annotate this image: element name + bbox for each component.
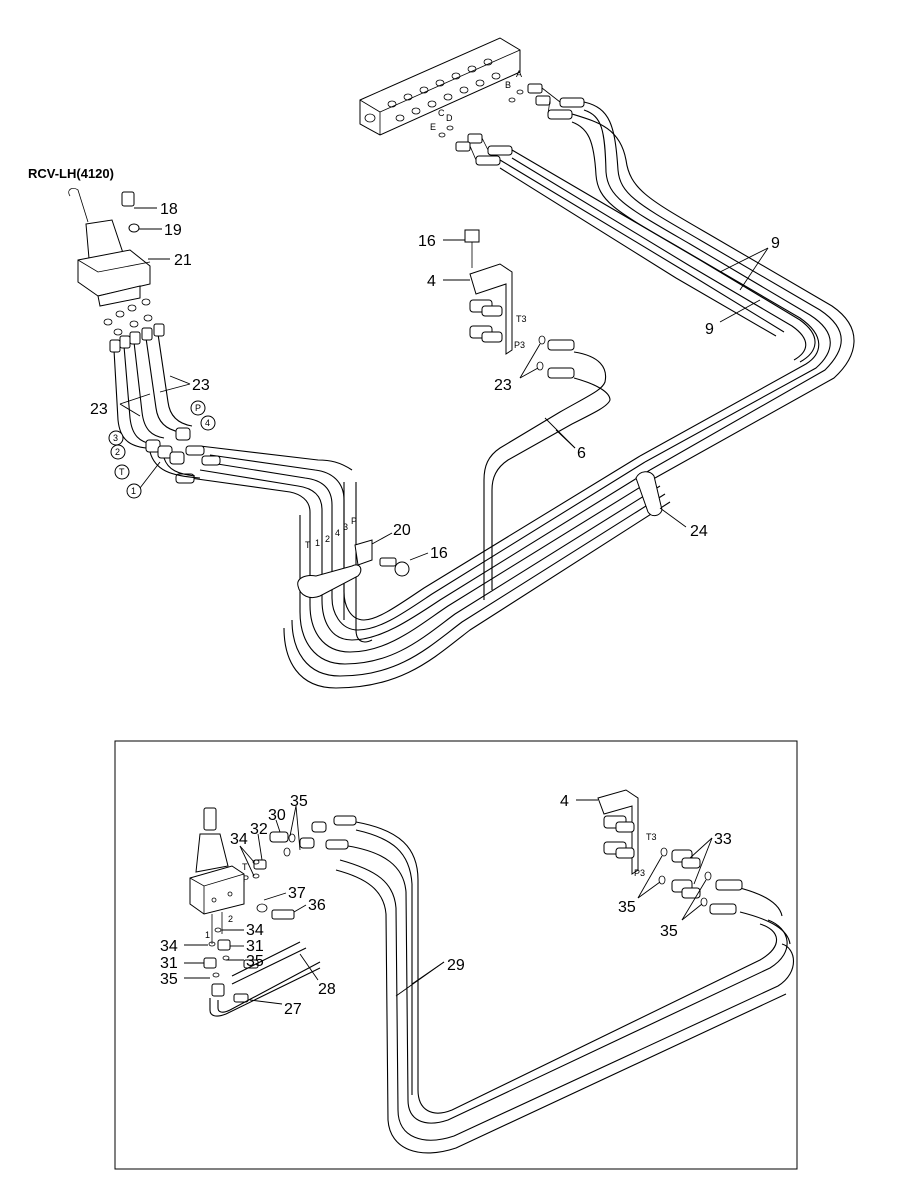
callout-31: 31 bbox=[160, 955, 178, 972]
callout-32: 32 bbox=[250, 821, 268, 838]
hose-tag: P bbox=[351, 516, 357, 526]
hose-6 bbox=[483, 339, 611, 600]
inset-fittings bbox=[203, 815, 357, 1003]
callout-35: 35 bbox=[246, 953, 264, 970]
hose-tag: 1 bbox=[315, 538, 320, 548]
callout-37: 37 bbox=[288, 885, 306, 902]
circled-port: P bbox=[195, 403, 201, 413]
callout-35: 35 bbox=[618, 899, 636, 916]
callout-20: 20 bbox=[393, 522, 411, 539]
callout-23: 23 bbox=[90, 401, 108, 418]
callout-18: 18 bbox=[160, 201, 178, 218]
callout-23: 23 bbox=[192, 377, 210, 394]
callout-4: 4 bbox=[560, 793, 569, 810]
inset-hoses bbox=[209, 821, 794, 1154]
port-label: D bbox=[446, 113, 453, 123]
hose-bundle-main bbox=[189, 445, 671, 689]
callout-31: 31 bbox=[246, 938, 264, 955]
inset-bracket-4: T3 P3 bbox=[597, 789, 743, 915]
callout-23: 23 bbox=[494, 377, 512, 394]
manifold-block bbox=[359, 37, 521, 136]
hose-bundle-9 bbox=[499, 101, 855, 479]
port-label: E bbox=[430, 122, 436, 132]
callout-9: 9 bbox=[705, 321, 714, 338]
port-label: T3 bbox=[516, 314, 527, 324]
hose-tag: 4 bbox=[335, 528, 340, 538]
callout-19: 19 bbox=[164, 222, 182, 239]
callout-16: 16 bbox=[418, 233, 436, 250]
callout-4: 4 bbox=[427, 273, 436, 290]
callout-35: 35 bbox=[160, 971, 178, 988]
circled-port: 3 bbox=[113, 433, 118, 443]
hose-tag: 2 bbox=[325, 534, 330, 544]
circled-port: 4 bbox=[205, 418, 210, 428]
hose-tag: T bbox=[305, 540, 311, 550]
hose-tag: 3 bbox=[343, 522, 348, 532]
inset-port: 1 bbox=[205, 930, 210, 940]
circled-port: T bbox=[119, 467, 125, 477]
inset-port: 2 bbox=[228, 914, 233, 924]
inset-port: T3 bbox=[646, 832, 657, 842]
inset-frame bbox=[114, 740, 798, 1170]
callout-27: 27 bbox=[284, 1001, 302, 1018]
callout-33: 33 bbox=[714, 831, 732, 848]
assembly-title: RCV-LH(4120) bbox=[28, 166, 114, 181]
port-label: C bbox=[438, 108, 445, 118]
callout-34: 34 bbox=[230, 831, 248, 848]
joystick-assembly bbox=[68, 188, 153, 336]
port-label: P3 bbox=[514, 340, 525, 350]
circled-port: 1 bbox=[131, 486, 136, 496]
callout-6: 6 bbox=[577, 445, 586, 462]
bundle-hose-tags: T 1 2 4 3 P bbox=[305, 516, 357, 550]
callout-21: 21 bbox=[174, 252, 192, 269]
callout-28: 28 bbox=[318, 981, 336, 998]
inset-port: T bbox=[242, 862, 248, 872]
inset-callouts: 35 30 32 34 37 36 34 34 31 31 35 35 28 2… bbox=[160, 793, 732, 1018]
callout-36: 36 bbox=[308, 897, 326, 914]
bolt-16 bbox=[464, 229, 480, 268]
callout-35: 35 bbox=[660, 923, 678, 940]
bracket-4: T3 P3 bbox=[469, 263, 546, 371]
inset-port: P bbox=[243, 874, 249, 884]
callout-29: 29 bbox=[447, 957, 465, 974]
callout-24: 24 bbox=[690, 523, 708, 540]
circled-port: 2 bbox=[115, 447, 120, 457]
callout-34: 34 bbox=[160, 938, 178, 955]
port-label: B bbox=[505, 80, 511, 90]
inset-valve: T P 1 2 bbox=[189, 807, 249, 944]
inset-port: P3 bbox=[634, 868, 645, 878]
callout-35: 35 bbox=[290, 793, 308, 810]
callout-30: 30 bbox=[268, 807, 286, 824]
clamp-20 bbox=[297, 539, 410, 599]
joystick-pilot-lines bbox=[109, 323, 221, 484]
top-callouts: RCV-LH(4120) 18 19 21 16 4 23 23 23 9 9 … bbox=[28, 166, 780, 562]
port-label: A bbox=[516, 69, 522, 79]
callout-9: 9 bbox=[771, 235, 780, 252]
callout-16: 16 bbox=[430, 545, 448, 562]
callout-34: 34 bbox=[246, 922, 264, 939]
circled-port-markers: 3 2 T 1 P 4 bbox=[108, 400, 216, 499]
